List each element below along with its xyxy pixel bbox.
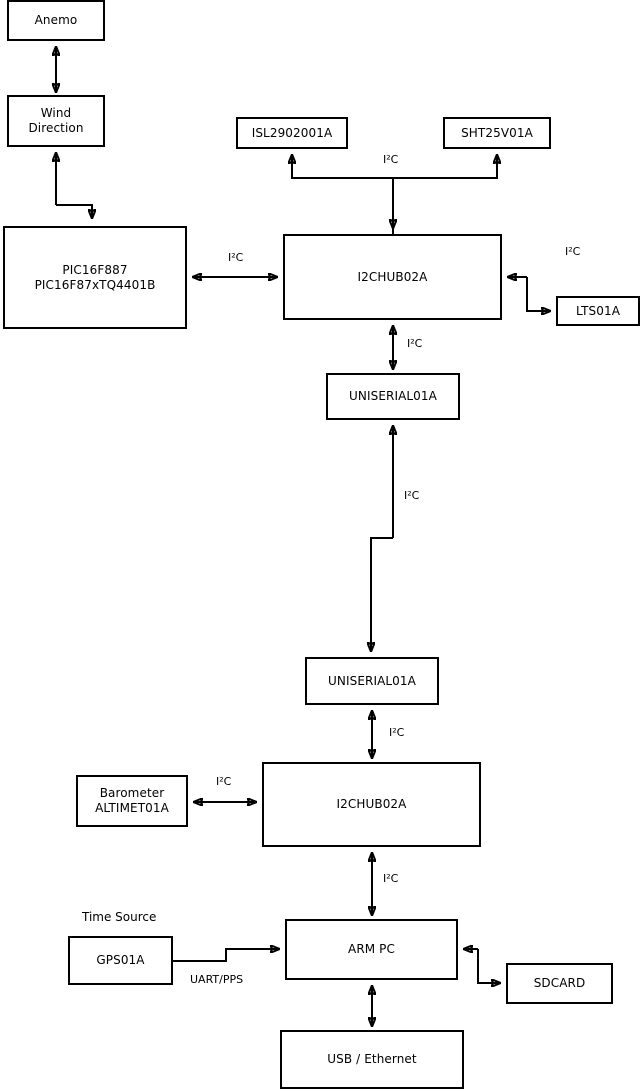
node-uniserial01a-top-label: UNISERIAL01A	[349, 389, 437, 403]
edge-label-uart-pps: UART/PPS	[190, 973, 244, 986]
conn-arm-sdcard	[464, 949, 500, 983]
edge-label-i2c-baro-hub2: I²C	[216, 775, 232, 788]
node-anemo-label: Anemo	[34, 13, 78, 27]
edge-label-i2c-hub2-arm: I²C	[383, 872, 399, 885]
node-wind-direction-label: Wind Direction	[28, 106, 84, 135]
node-arm-pc-label: ARM PC	[348, 942, 395, 956]
node-barometer-altimet01a-label: Barometer ALTIMET01A	[95, 786, 169, 815]
conn-hub-isl-sht	[292, 155, 497, 234]
node-anemo[interactable]: Anemo	[7, 0, 105, 41]
node-sht25v01a[interactable]: SHT25V01A	[443, 117, 551, 149]
node-uniserial01a-top[interactable]: UNISERIAL01A	[326, 373, 460, 420]
node-i2chub02a-top-label: I2CHUB02A	[357, 269, 428, 284]
node-pic-mcu[interactable]: PIC16F887 PIC16F87xTQ4401B	[3, 226, 187, 329]
conn-gps-arm	[173, 949, 279, 962]
time-source-label: Time Source	[82, 910, 157, 924]
node-isl2902001a-label: ISL2902001A	[251, 125, 333, 140]
node-gps01a[interactable]: GPS01A	[68, 936, 173, 985]
edge-label-i2c-hub-lts: I²C	[565, 245, 581, 258]
conn-uniserial-uniserial	[371, 426, 393, 651]
node-i2chub02a-bottom[interactable]: I2CHUB02A	[262, 762, 481, 847]
edge-label-i2c-sensors: I²C	[383, 153, 399, 166]
edge-label-i2c-pic-hub: I²C	[228, 251, 244, 264]
node-lts01a-label: LTS01A	[575, 303, 621, 318]
node-isl2902001a[interactable]: ISL2902001A	[236, 117, 348, 149]
node-usb-ethernet[interactable]: USB / Ethernet	[280, 1030, 464, 1089]
node-pic-mcu-label: PIC16F887 PIC16F87xTQ4401B	[34, 262, 156, 292]
node-barometer-altimet01a[interactable]: Barometer ALTIMET01A	[76, 775, 188, 827]
node-sdcard-label: SDCARD	[533, 976, 586, 990]
node-uniserial01a-bottom[interactable]: UNISERIAL01A	[305, 657, 439, 705]
edge-label-i2c-hub-uni: I²C	[407, 337, 423, 350]
node-lts01a[interactable]: LTS01A	[556, 296, 640, 326]
edge-label-i2c-uni-hub2: I²C	[389, 726, 405, 739]
node-usb-ethernet-label: USB / Ethernet	[327, 1052, 417, 1066]
node-wind-direction[interactable]: Wind Direction	[7, 95, 105, 147]
node-sht25v01a-label: SHT25V01A	[461, 125, 533, 140]
conn-hub-lts	[508, 277, 550, 311]
node-uniserial01a-bottom-label: UNISERIAL01A	[328, 673, 416, 688]
node-i2chub02a-bottom-label: I2CHUB02A	[336, 797, 407, 811]
node-i2chub02a-top[interactable]: I2CHUB02A	[283, 234, 502, 320]
edge-label-i2c-uni-uni: I²C	[404, 489, 420, 502]
node-sdcard[interactable]: SDCARD	[506, 963, 613, 1004]
conn-pic-wind	[56, 153, 92, 218]
node-gps01a-label: GPS01A	[96, 953, 145, 967]
node-arm-pc[interactable]: ARM PC	[285, 919, 458, 980]
